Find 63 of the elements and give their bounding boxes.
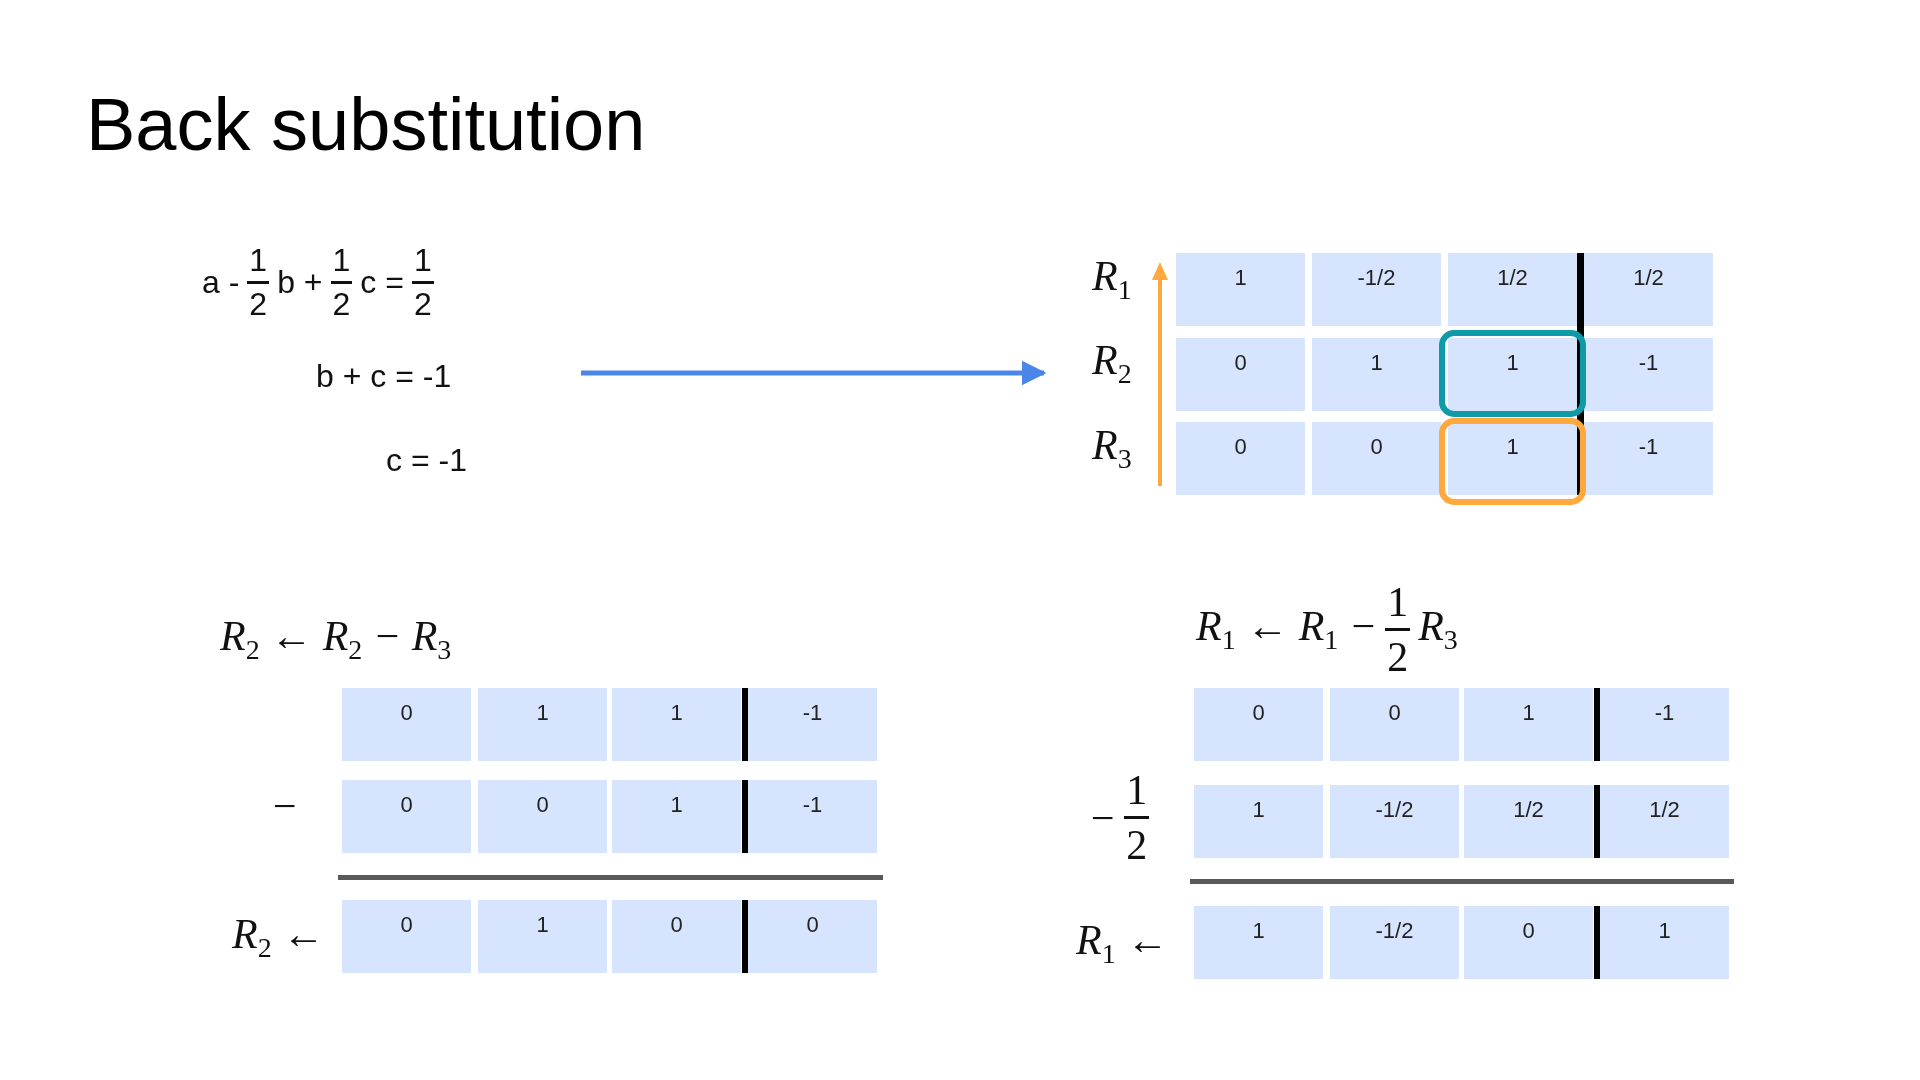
minus-sign: − xyxy=(270,782,299,830)
matrix-cell: 0 xyxy=(342,688,471,761)
row-operation: R$_{2}$ ← R$_{2}$ − R$_{3}$ xyxy=(220,612,452,667)
matrix-cell: 1 xyxy=(1312,337,1441,411)
row-label: R$_{1}$ xyxy=(1092,252,1132,307)
matrix-cell: -1 xyxy=(1584,422,1713,495)
matrix-cell: 0 xyxy=(612,900,741,973)
matrix-cell: 1 xyxy=(1448,422,1577,495)
slide-title: Back substitution xyxy=(86,82,646,167)
matrix-cell: 1 xyxy=(1448,337,1577,411)
matrix-cell: -1 xyxy=(748,780,877,853)
matrix-cell: 1 xyxy=(612,780,741,853)
matrix-cell: 0 xyxy=(1194,688,1323,761)
fraction-denominator: 2 xyxy=(249,285,268,323)
matrix-cell: 0 xyxy=(1312,422,1441,495)
matrix-cell: 0 xyxy=(342,780,471,853)
fraction-denominator: 2 xyxy=(332,285,351,323)
fraction-numerator: 1 xyxy=(411,242,434,284)
row-operation: R$_{1}$ ← R$_{1}$ − xyxy=(1196,602,1378,657)
row-label: R$_{3}$ xyxy=(1092,421,1132,476)
row-label: R$_{2}$ ← xyxy=(232,910,325,965)
row-label: R$_{1}$ ← xyxy=(1076,916,1169,971)
matrix-cell: 1 xyxy=(1176,253,1305,326)
matrix-cell: 1 xyxy=(1464,688,1593,761)
matrix-cell: 0 xyxy=(342,900,471,973)
equation-term: b + xyxy=(277,264,323,301)
matrix-cell: 1/2 xyxy=(1600,785,1729,858)
matrix-cell: -1 xyxy=(748,688,877,761)
matrix-cell: -1/2 xyxy=(1312,253,1441,326)
fraction-numerator: 1 xyxy=(1385,578,1411,631)
row-label: R$_{2}$ xyxy=(1092,336,1132,391)
equation-term: a - xyxy=(202,264,240,301)
matrix-cell: 1/2 xyxy=(1464,785,1593,858)
matrix-cell: 1 xyxy=(1194,785,1323,858)
equation-term: c = xyxy=(360,264,404,301)
fraction-denominator: 2 xyxy=(413,285,432,323)
matrix-cell: 1 xyxy=(1194,906,1323,979)
matrix-cell: 0 xyxy=(1176,422,1305,495)
fraction-numerator: 1 xyxy=(330,242,353,284)
fraction-denominator: 2 xyxy=(1126,821,1148,869)
arrow xyxy=(581,360,1047,386)
equation: b + c = -1 xyxy=(316,358,452,395)
row-label: R$_{3}$ xyxy=(1418,602,1458,657)
matrix-cell: 0 xyxy=(748,900,877,973)
matrix-cell: 1/2 xyxy=(1584,253,1713,326)
matrix-cell: 1/2 xyxy=(1448,253,1577,326)
fraction-numerator: 1 xyxy=(1124,766,1150,819)
minus-sign: − xyxy=(1088,793,1117,842)
matrix-cell: -1/2 xyxy=(1330,906,1459,979)
matrix-cell: 1 xyxy=(478,900,607,973)
matrix-cell: 0 xyxy=(1330,688,1459,761)
matrix-cell: 0 xyxy=(1464,906,1593,979)
fraction-denominator: 2 xyxy=(1387,633,1409,681)
matrix-cell: -1 xyxy=(1600,688,1729,761)
matrix-cell: -1 xyxy=(1584,337,1713,411)
matrix-cell: 0 xyxy=(478,780,607,853)
matrix-cell: 1 xyxy=(612,688,741,761)
fraction-numerator: 1 xyxy=(247,242,270,284)
equation: c = -1 xyxy=(386,442,467,479)
matrix-cell: 0 xyxy=(1176,337,1305,411)
matrix-cell: 1 xyxy=(478,688,607,761)
matrix-cell: 1 xyxy=(1600,906,1729,979)
matrix-cell: -1/2 xyxy=(1330,785,1459,858)
